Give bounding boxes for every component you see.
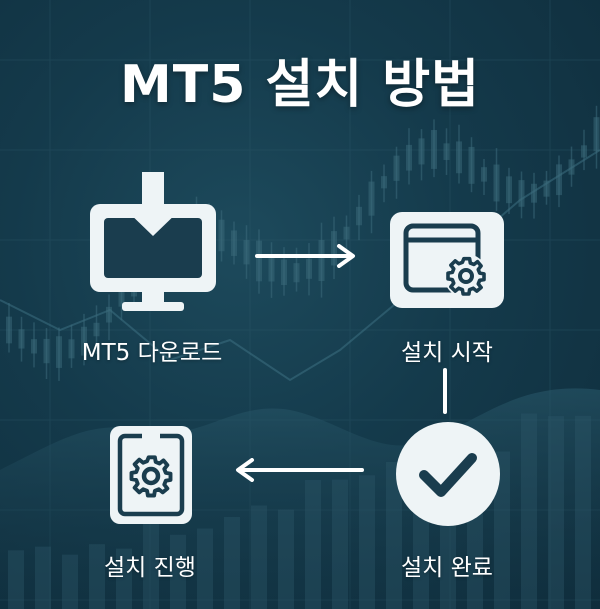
page-title: MT5 설치 방법 [120,55,480,115]
volume-bar [197,528,213,609]
candle-body [331,231,337,266]
candle-body [356,206,362,226]
candle-body [31,339,37,354]
step-label-download: MT5 다운로드 [81,340,223,366]
candle-body [431,130,437,169]
candle-body [93,322,100,337]
volume-bar [278,509,294,609]
candle-body [418,138,425,165]
check-circle-icon [396,422,500,526]
candle-body [281,259,287,286]
candle-body [81,326,87,356]
tablet-gear-icon [110,426,192,524]
volume-bar [305,479,321,609]
candle-body [231,230,237,256]
candle-body [581,145,587,158]
volume-bar [143,509,159,609]
candle-body [106,306,112,323]
candle-body [456,141,462,174]
candle-body [293,263,300,283]
candle-body [43,338,50,364]
volume-bar [116,548,132,609]
volume-bar [35,546,51,609]
volume-bar [332,479,348,609]
window-gear-icon [390,212,504,308]
volume-bar [62,554,78,609]
volume-bar [8,550,24,609]
candle-body [56,336,62,368]
candle-body [543,180,550,197]
candle-body [506,176,512,204]
volume-bar [494,451,510,609]
candle-body [68,339,75,359]
candle-body [493,164,500,202]
candle-body [556,164,562,196]
candle-body [118,289,125,307]
candle-body [468,146,475,184]
candle-body [256,240,262,282]
volume-bar [170,534,186,609]
volume-bar [359,475,375,609]
candle-body [18,329,25,349]
candle-body [268,254,275,282]
background-volume-bars [8,413,591,609]
volume-bar [548,416,564,609]
candle-body [406,144,412,171]
candle-body [518,180,525,207]
candle-body [218,219,225,252]
candle-body [381,176,387,189]
monitor-download-icon [90,172,216,311]
candle-body [306,258,312,279]
candle-body [593,117,600,152]
step-label-install-progress: 설치 진행 [104,555,196,581]
volume-bar [251,505,267,609]
candle-body [368,181,375,216]
volume-bar [89,544,105,609]
connector-line [443,368,447,414]
candle-body [243,240,250,265]
candle-body [531,183,537,203]
volume-bar [575,415,591,609]
arrow-left-icon [236,458,364,482]
step-label-install-complete: 설치 완료 [401,555,493,581]
candle-body [568,159,575,175]
candle-body [481,167,487,182]
candle-body [318,239,325,282]
candle-body [343,226,350,240]
step-label-install-start: 설치 시작 [401,340,493,366]
volume-bar [521,413,537,609]
candle-body [443,143,450,160]
volume-bar [224,517,240,609]
candle-body [6,316,12,344]
candle-body [393,155,400,181]
volume-bar [386,461,402,609]
arrow-right-icon [255,244,355,268]
